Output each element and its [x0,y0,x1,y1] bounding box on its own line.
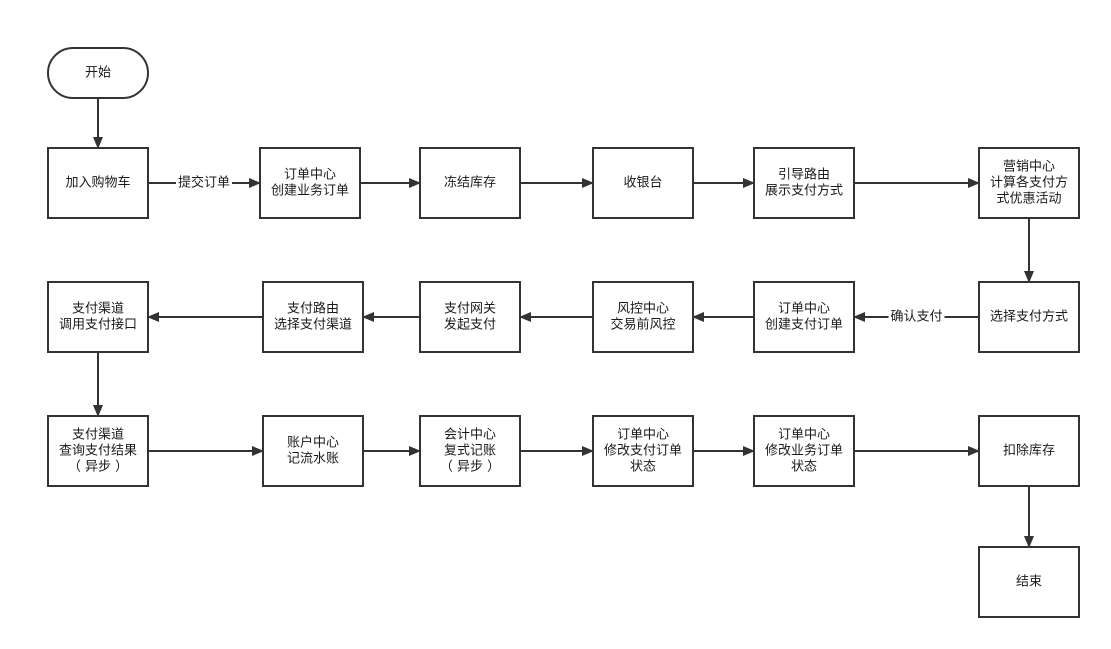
node-deduct-stock: 扣除库存 [978,415,1080,487]
node-label-line: 式优惠活动 [996,192,1061,207]
process-box [592,147,694,219]
node-label-line: （ 异步 ） [68,460,128,475]
node-label-line: （ 异步 ） [440,460,500,475]
process-box [262,281,364,353]
edge-label: 提交订单 [178,175,230,191]
process-box [262,415,364,487]
process-box [259,147,361,219]
node-label-line: 选择支付方式 [990,309,1068,325]
node-label-line: 引导路由 [778,167,830,183]
node-label-line: 选择支付渠道 [274,318,352,333]
process-box [753,281,855,353]
node-label-line: 收银台 [623,176,662,191]
node-label-line: 会计中心 [444,428,496,443]
node-cashier: 收银台 [592,147,694,219]
process-box [419,415,521,487]
edge-label: 确认支付 [890,310,942,325]
process-box [753,147,855,219]
node-label-line: 计算各支付方 [990,175,1068,191]
edge-label-background [888,308,945,326]
node-label-line: 加入购物车 [65,175,130,191]
node-label-line: 创建支付订单 [765,318,843,333]
node-label-line: 结束 [1016,575,1042,590]
node-label-line: 订单中心 [778,428,830,443]
node-label-line: 订单中心 [284,168,336,183]
edge-label-background [176,174,232,192]
node-label-line: 支付路由 [287,301,339,317]
node-label-line: 营销中心 [1003,160,1055,175]
process-box [978,281,1080,353]
node-label-line: 修改业务订单 [765,443,843,459]
node-end: 结束 [978,546,1080,618]
node-label-line: 账户中心 [287,435,339,451]
node-label-line: 状态 [791,460,817,475]
node-label-line: 订单中心 [617,428,669,443]
node-label-line: 复式记账 [444,444,496,459]
node-label-line: 支付渠道 [72,428,124,443]
terminal-shape [47,47,149,99]
node-label-line: 风控中心 [617,302,669,317]
process-box [978,415,1080,487]
process-box [592,281,694,353]
node-label-line: 展示支付方式 [765,183,843,199]
node-label-line: 支付网关 [444,302,496,317]
node-choose-method: 选择支付方式 [978,281,1080,353]
node-label-line: 支付渠道 [72,302,124,317]
node-label-line: 扣除库存 [1003,443,1055,459]
process-box [978,546,1080,618]
nodes-layer: 开始加入购物车订单中心创建业务订单冻结库存收银台引导路由展示支付方式营销中心计算… [47,47,1080,618]
node-label-line: 状态 [630,460,656,475]
node-label-line: 修改支付订单 [604,444,682,459]
node-label-line: 发起支付 [444,317,496,333]
node-label-line: 交易前风控 [610,317,675,333]
node-start: 开始 [47,47,149,99]
process-box [47,281,149,353]
process-box [592,415,694,487]
process-box [753,415,855,487]
node-label-line: 创建业务订单 [271,183,349,199]
node-label-line: 订单中心 [778,302,830,317]
node-freeze-stock: 冻结库存 [419,147,521,219]
node-label-line: 记流水账 [287,452,339,467]
process-box [419,281,521,353]
node-label-line: 查询支付结果 [59,444,137,459]
node-label-line: 开始 [85,66,111,81]
process-box [47,415,149,487]
node-label-line: 冻结库存 [444,175,496,191]
node-label-line: 调用支付接口 [59,317,137,333]
process-box [978,147,1080,219]
process-box [419,147,521,219]
edges-layer [93,98,1034,548]
process-box [47,147,149,219]
node-add-cart: 加入购物车 [47,147,149,219]
